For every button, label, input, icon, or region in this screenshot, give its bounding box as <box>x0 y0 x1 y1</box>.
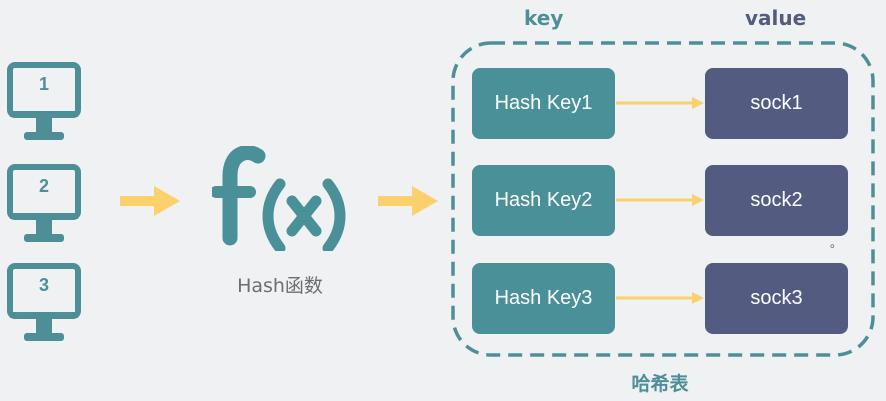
client-monitor-2: 2 <box>7 164 81 248</box>
client-monitor-1: 1 <box>7 62 81 146</box>
monitor-icon <box>7 62 81 140</box>
hash-table-frame <box>451 41 875 357</box>
hash-table-caption: 哈希表 <box>631 373 689 395</box>
hash-key-box: Hash Key3 <box>472 263 615 334</box>
hash-key-box: Hash Key1 <box>472 68 615 139</box>
client-number: 2 <box>38 176 49 196</box>
monitor-icon <box>7 263 81 341</box>
client-number: 1 <box>38 74 49 94</box>
flow-arrow-icon <box>120 186 180 216</box>
client-number: 3 <box>38 275 49 295</box>
monitor-icon <box>7 164 81 242</box>
mapping-arrow-icon <box>616 97 704 109</box>
value-column-header: value <box>745 6 807 30</box>
value-box: sock1 <box>705 68 848 139</box>
hash-key-box: Hash Key2 <box>472 165 615 236</box>
value-box: sock2 <box>705 165 848 236</box>
client-monitor-3: 3 <box>7 263 81 347</box>
key-column-header: key <box>524 6 564 30</box>
value-box: sock3 <box>705 263 848 334</box>
flow-arrow-icon <box>378 186 438 216</box>
hash-function-label: Hash函数 <box>237 275 323 297</box>
stray-mark: 。 <box>830 236 843 250</box>
hash-function-icon <box>212 146 346 251</box>
mapping-arrow-icon <box>616 194 704 206</box>
mapping-arrow-icon <box>616 292 704 304</box>
